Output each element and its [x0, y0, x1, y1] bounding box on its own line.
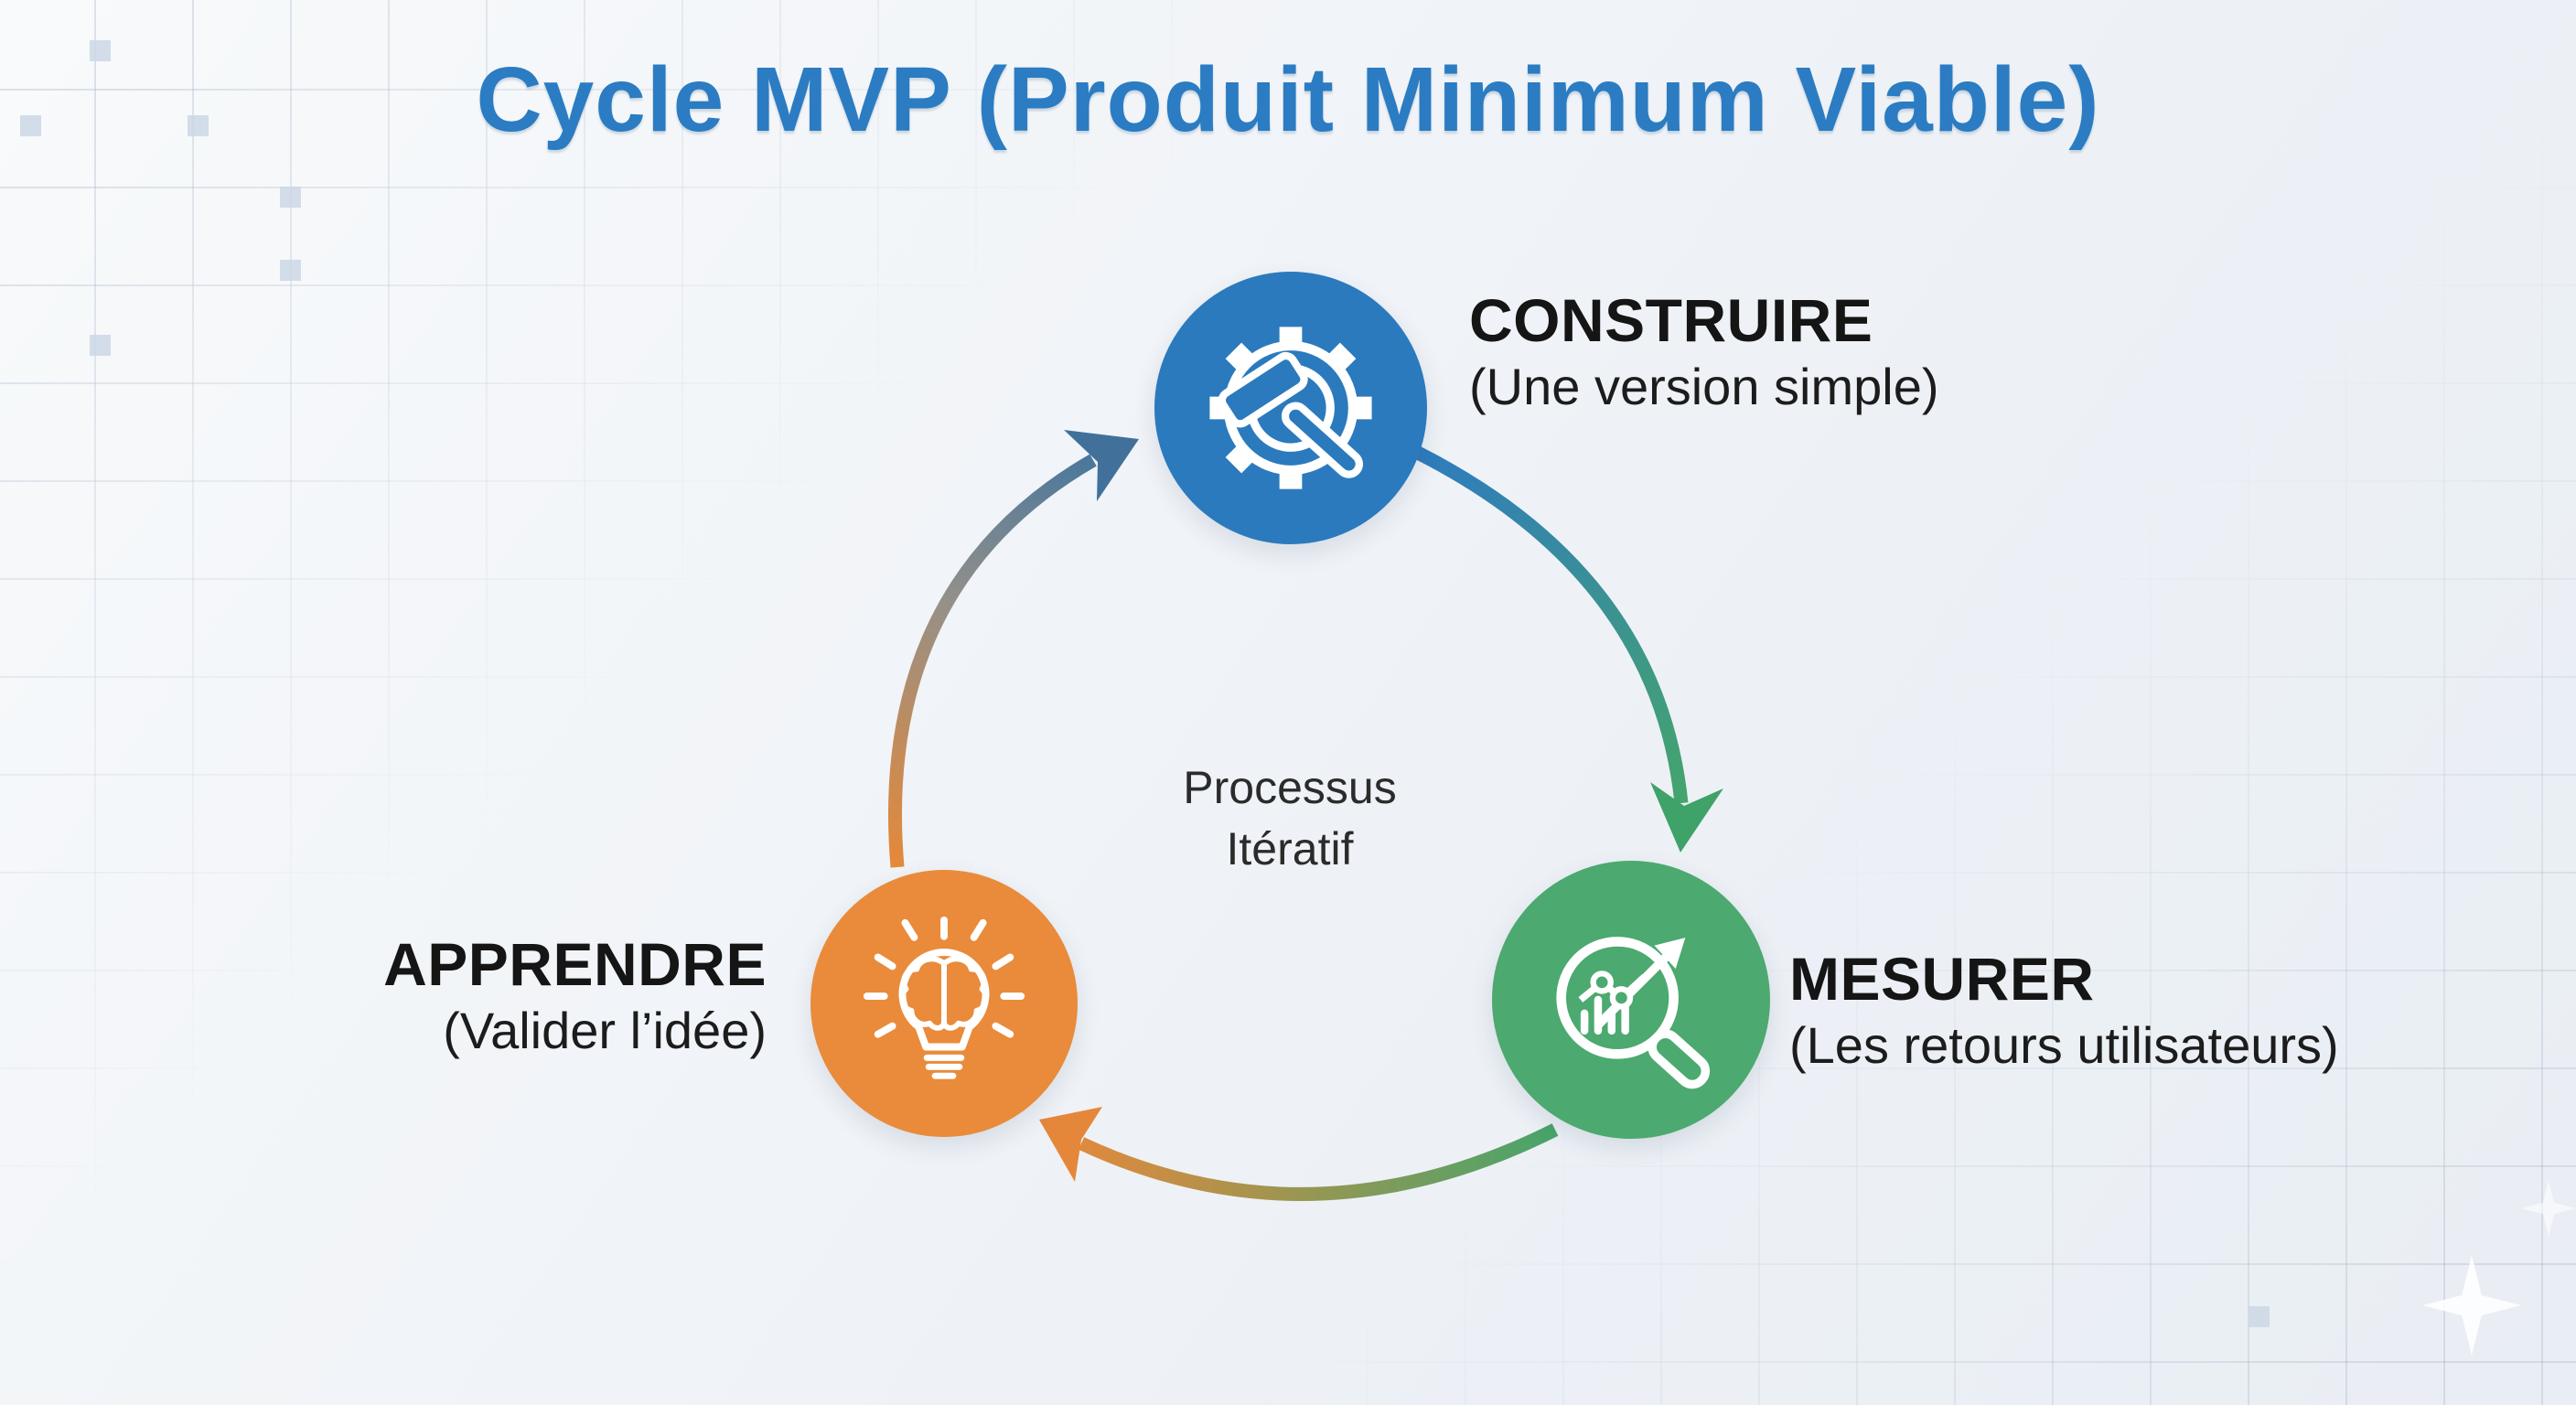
center-label-line1: Processus — [1183, 762, 1397, 813]
construire-subtitle: (Une version simple) — [1469, 357, 1939, 415]
grid-square-decoration — [188, 115, 209, 136]
construire-to-mesurer-arrowhead — [1650, 782, 1723, 853]
construire-to-mesurer-arrow — [1414, 446, 1689, 804]
construire-label: CONSTRUIRE (Une version simple) — [1469, 285, 1939, 417]
gear-hammer-icon — [1209, 327, 1372, 489]
node-construire-circle — [1154, 272, 1427, 544]
construire-title: CONSTRUIRE — [1469, 286, 1873, 354]
apprendre-subtitle: (Valider l’idée) — [443, 1001, 767, 1059]
apprendre-to-construire-arrowhead — [1064, 430, 1139, 501]
mesurer-title: MESURER — [1789, 945, 2095, 1013]
page-title: Cycle MVP (Produit Minimum Viable) — [476, 48, 2100, 151]
node-apprendre-circle — [810, 870, 1078, 1137]
node-mesurer-circle — [1492, 861, 1770, 1139]
mesurer-subtitle: (Les retours utilisateurs) — [1789, 1015, 2339, 1074]
apprendre-label: APPRENDRE (Valider l’idée) — [383, 929, 767, 1061]
center-label-line2: Itératif — [1226, 823, 1354, 874]
magnifier-chart-icon — [1556, 937, 1711, 1089]
grid-square-decoration — [280, 260, 301, 281]
mesurer-label: MESURER (Les retours utilisateurs) — [1789, 944, 2339, 1076]
grid-square-decoration — [20, 115, 41, 136]
grid-square-decoration — [2249, 1306, 2270, 1327]
apprendre-title: APPRENDRE — [383, 930, 767, 998]
grid-square-decoration — [280, 187, 301, 208]
grid-square-decoration — [90, 335, 111, 356]
mesurer-to-apprendre-arrowhead — [1039, 1107, 1102, 1182]
center-label: Processus Itératif — [1183, 757, 1396, 880]
apprendre-to-construire-arrow — [888, 454, 1097, 868]
bulb-brain-icon — [863, 916, 1025, 1079]
mesurer-to-apprendre-arrow — [1078, 1123, 1559, 1201]
grid-square-decoration — [90, 40, 111, 61]
